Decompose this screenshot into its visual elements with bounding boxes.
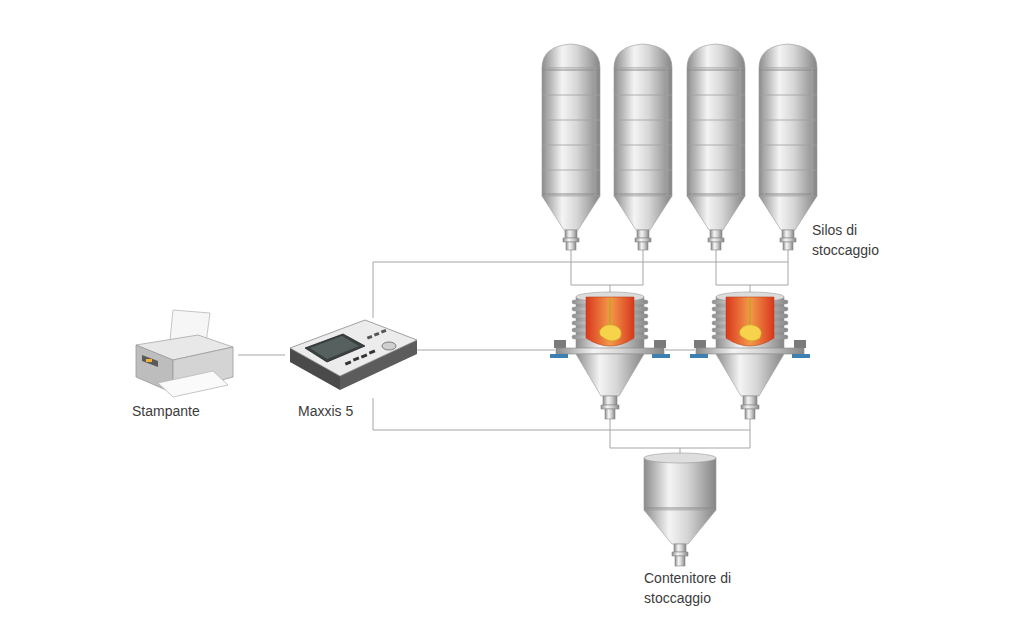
- node-label: Silos di stoccaggio: [812, 220, 892, 260]
- node-label: Stampante: [132, 401, 232, 421]
- storage-container: [644, 453, 716, 566]
- weighing-hopper: [550, 292, 670, 419]
- silo-group: [542, 44, 817, 250]
- connector: [238, 355, 285, 356]
- printer-node: Stampante: [128, 305, 238, 423]
- storage-silo: [542, 44, 600, 250]
- printer-icon: [136, 310, 233, 397]
- connector: [373, 262, 538, 318]
- node-label: Contenitore di stoccaggio: [644, 568, 756, 608]
- silo-group-node: Silos di stoccaggio: [538, 40, 898, 262]
- node-label: Maxxis 5: [298, 401, 398, 421]
- weighing-hopper: [690, 292, 810, 419]
- storage-silo: [614, 44, 672, 250]
- storage-silo: [687, 44, 745, 250]
- controller-device: [290, 320, 417, 390]
- controller-node: Maxxis 5: [285, 318, 420, 423]
- storage-silo: [759, 44, 817, 250]
- container-node: Contenitore di stoccaggio: [640, 452, 760, 610]
